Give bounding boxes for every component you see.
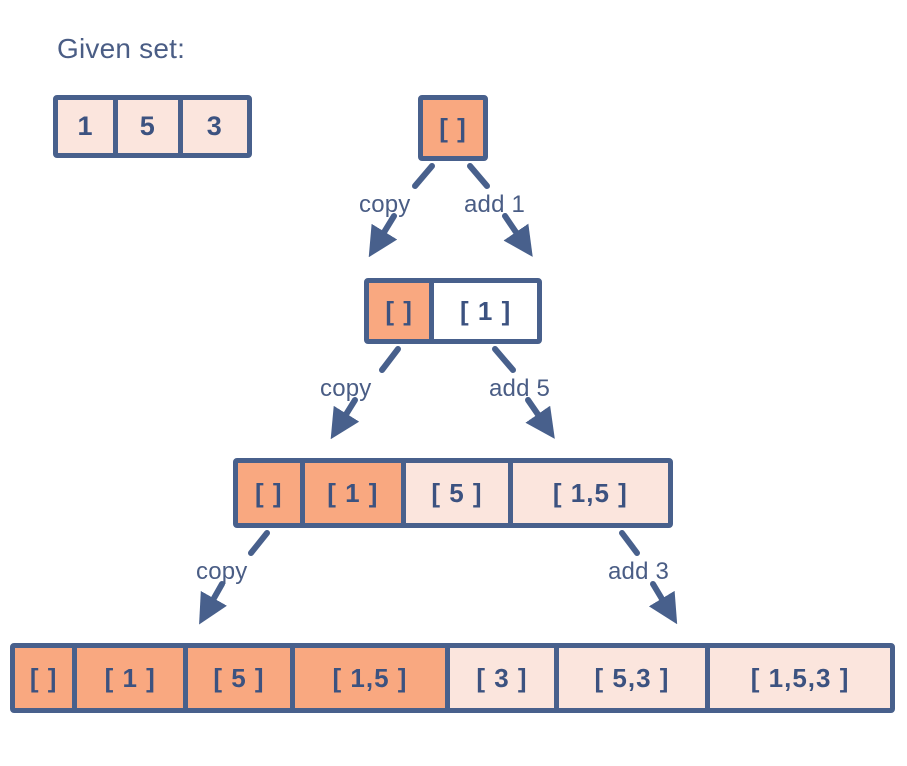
- transition-label-add-1: add 1: [464, 191, 526, 218]
- subset-cell: [ 1 ]: [77, 648, 189, 708]
- page-title: Given set:: [57, 33, 186, 64]
- subset-cell: [ ]: [238, 463, 305, 523]
- subset-cell: [ 5 ]: [406, 463, 513, 523]
- transition-label-add-3: add 3: [608, 558, 670, 585]
- given-set-cell: 5: [117, 100, 183, 153]
- subset-cell: [ 1 ]: [434, 283, 537, 339]
- given-set-row: 1 5 3: [53, 95, 252, 158]
- subset-cell: [ 5 ]: [188, 648, 295, 708]
- subset-cell: [ 1,5 ]: [294, 648, 451, 708]
- subset-cell: [ ]: [423, 100, 483, 156]
- subset-cell: [ ]: [369, 283, 435, 339]
- given-set-cell: 1: [58, 100, 118, 153]
- level-2-row: [ ] [ 1 ] [ 5 ] [ 1,5 ]: [233, 458, 673, 528]
- subset-cell: [ 3 ]: [450, 648, 559, 708]
- transition-label-add-5: add 5: [489, 375, 551, 402]
- transition-label-copy-2-3: copy: [196, 558, 248, 585]
- subset-cell: [ 1 ]: [304, 463, 407, 523]
- transition-label-copy-1-2: copy: [320, 375, 372, 402]
- subset-cell: [ 1,5,3 ]: [710, 648, 890, 708]
- transition-label-copy-0-1: copy: [359, 191, 411, 218]
- subset-cell: [ 1,5 ]: [512, 463, 668, 523]
- level-3-row: [ ] [ 1 ] [ 5 ] [ 1,5 ] [ 3 ] [ 5,3 ] [ …: [10, 643, 895, 713]
- subset-cell: [ ]: [15, 648, 78, 708]
- given-set-cell: 3: [182, 100, 247, 153]
- level-1-row: [ ] [ 1 ]: [364, 278, 542, 344]
- subset-cell: [ 5,3 ]: [558, 648, 711, 708]
- level-0-row: [ ]: [418, 95, 488, 161]
